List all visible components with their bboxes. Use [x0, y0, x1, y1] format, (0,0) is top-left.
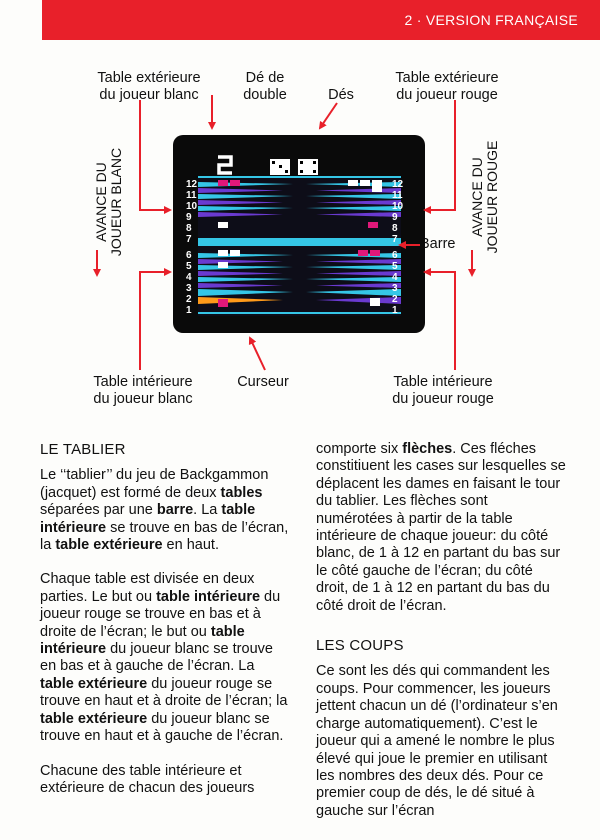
point-number: 9 [186, 212, 192, 223]
arrow-cursor [248, 336, 266, 371]
left-column: LE TABLIER Le ‘‘tablier’’ du jeu de Back… [40, 441, 290, 797]
die-three-icon [270, 159, 290, 175]
point-number: 8 [186, 223, 192, 234]
point-number: 6 [392, 250, 398, 261]
paragraph-tablier-2: Chaque table est divisée en deux parties… [40, 571, 288, 745]
arrow-inner-red [423, 268, 456, 370]
label-dice: Dés [328, 87, 354, 103]
point-number: 5 [392, 261, 398, 272]
arrow-dice [318, 102, 338, 130]
point-number: 11 [186, 190, 197, 201]
backgammon-board [198, 176, 401, 316]
double-die-icon [217, 155, 233, 175]
point-number: 10 [392, 201, 404, 212]
point-number: 1 [392, 305, 398, 316]
point-number: 4 [392, 272, 398, 283]
point-number: 7 [186, 234, 192, 245]
diagram-arrows [93, 95, 476, 371]
point-number: 2 [186, 294, 192, 305]
arrow-outer-white [139, 100, 172, 214]
paragraph-coups: Ce sont les dés qui commandent les coups… [316, 663, 558, 819]
board-graphic [198, 176, 401, 314]
point-number: 8 [392, 223, 398, 234]
point-number: 1 [186, 305, 192, 316]
point-number: 9 [392, 212, 398, 223]
header-title: 2 · VERSION FRANÇAISE [404, 12, 578, 28]
die-four-icon [298, 159, 318, 175]
label-bar: Barre [420, 236, 456, 252]
point-number: 3 [392, 283, 398, 294]
label-cursor: Curseur [237, 374, 289, 390]
point-number: 6 [186, 250, 192, 261]
paragraph-fleches: comporte six flèches. Ces fléches consti… [316, 441, 566, 614]
point-number: 5 [186, 261, 192, 272]
arrow-outer-red [423, 100, 456, 214]
point-number: 2 [392, 294, 398, 305]
paragraph-tablier-3: Chacune des table intérieure et extérieu… [40, 762, 255, 796]
arrow-inner-white [139, 268, 172, 370]
point-number: 7 [392, 234, 398, 245]
point-number: 11 [392, 190, 403, 201]
point-number: 12 [186, 179, 198, 190]
point-number: 10 [186, 201, 198, 212]
point-number: 12 [392, 179, 404, 190]
right-column: comporte six flèches. Ces fléches consti… [316, 441, 566, 820]
point-number: 4 [186, 272, 192, 283]
point-number: 3 [186, 283, 192, 294]
heading-les-coups: LES COUPS [316, 637, 404, 655]
header-band: 2 · VERSION FRANÇAISE [42, 0, 600, 40]
paragraph-tablier-1: Le ‘‘tablier’’ du jeu de Backgammon (jac… [40, 467, 289, 554]
dice-display [217, 155, 318, 175]
heading-le-tablier: LE TABLIER [40, 441, 126, 458]
